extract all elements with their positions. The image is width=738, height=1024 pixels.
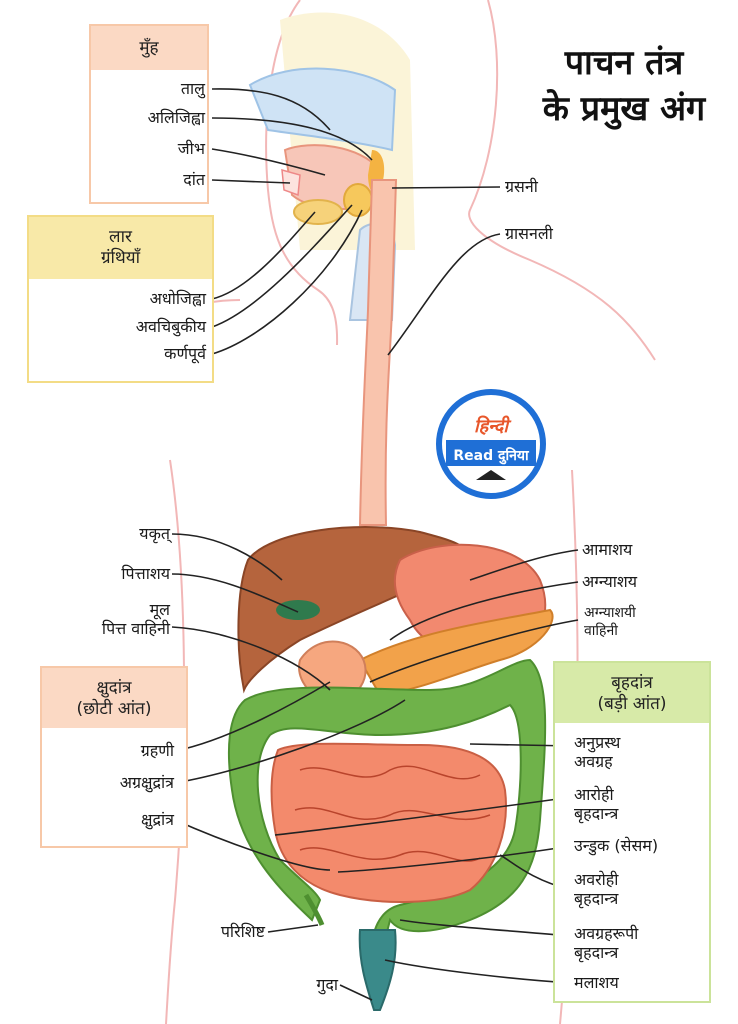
group-box-small-intestine: क्षुदांत्र (छोटी आंत) bbox=[40, 666, 188, 848]
label-parotid: कर्णपूर्व bbox=[164, 344, 206, 363]
appendix-shape bbox=[303, 893, 325, 926]
label-transverse-colon: अनुप्रस्थ अवग्रह bbox=[574, 733, 621, 771]
pancreas-shape bbox=[358, 608, 554, 697]
submandibular-gland-shape bbox=[343, 183, 373, 217]
label-anus: गुदा bbox=[316, 975, 338, 994]
label-rectum: मलाशय bbox=[574, 973, 619, 992]
label-sublingual: अधोजिह्वा bbox=[149, 289, 206, 308]
label-caecum: उन्डुक (सेसम) bbox=[574, 836, 659, 855]
esophagus-shape bbox=[358, 179, 398, 526]
group-heading-large-intestine: बृहदांत्र (बड़ी आंत) bbox=[555, 663, 709, 723]
small-intestine-shape bbox=[270, 742, 507, 903]
gallbladder-shape bbox=[276, 600, 320, 620]
label-ascending-colon: आरोही बृहदान्त्र bbox=[574, 785, 619, 823]
label-stomach: आमाशय bbox=[582, 540, 633, 559]
group-heading-salivary-glands: लार ग्रंथियाँ bbox=[29, 217, 212, 279]
label-pancreatic-duct: अग्न्याशयी वाहिनी bbox=[584, 605, 636, 639]
label-esophagus: ग्रासनली bbox=[505, 224, 553, 243]
label-duodenum: ग्रहणी bbox=[140, 741, 174, 760]
label-ileum: क्षुद्रांत्र bbox=[141, 810, 174, 829]
label-jejunum: अग्रक्षुद्रांत्र bbox=[119, 773, 174, 792]
label-tongue: जीभ bbox=[177, 139, 205, 158]
sublingual-gland-shape bbox=[293, 199, 343, 225]
group-heading-small-intestine: क्षुदांत्र (छोटी आंत) bbox=[42, 668, 186, 728]
group-box-mouth: मुँह bbox=[89, 24, 209, 204]
group-box-large-intestine: बृहदांत्र (बड़ी आंत) bbox=[553, 661, 711, 1003]
logo-text-hindi: हिन्दी bbox=[473, 416, 508, 437]
label-descending-colon: अवरोही बृहदान्त्र bbox=[574, 870, 619, 908]
label-gallbladder: पित्ताशय bbox=[121, 564, 170, 583]
small-intestine-folds bbox=[294, 765, 491, 862]
rectum-shape bbox=[358, 929, 397, 1011]
label-teeth: दांत bbox=[183, 170, 205, 189]
label-common-bile-duct: मूल पित्त वाहिनी bbox=[101, 600, 170, 638]
logo-text-read-duniya: Read दुनिया bbox=[453, 448, 529, 464]
label-uvula: अलिजिह्वा bbox=[147, 108, 205, 127]
label-palate: तालु bbox=[180, 79, 205, 98]
label-pharynx: ग्रसनी bbox=[505, 177, 538, 196]
palate-shape bbox=[248, 67, 397, 152]
label-appendix: परिशिष्ट bbox=[220, 922, 265, 941]
label-sigmoid-colon: अवग्रहरूपी बृहदान्त्र bbox=[574, 924, 639, 962]
brand-logo bbox=[436, 389, 546, 499]
group-heading-mouth: मुँह bbox=[91, 26, 207, 70]
diagram-title: पाचन तंत्र के प्रमुख अंग bbox=[542, 43, 706, 129]
group-box-salivary-glands: लार ग्रंथियाँ bbox=[27, 215, 214, 383]
label-submandibular: अवचिबुकीय bbox=[135, 317, 206, 336]
label-pancreas: अग्न्याशय bbox=[582, 572, 638, 591]
label-liver: यकृत् bbox=[139, 524, 170, 543]
